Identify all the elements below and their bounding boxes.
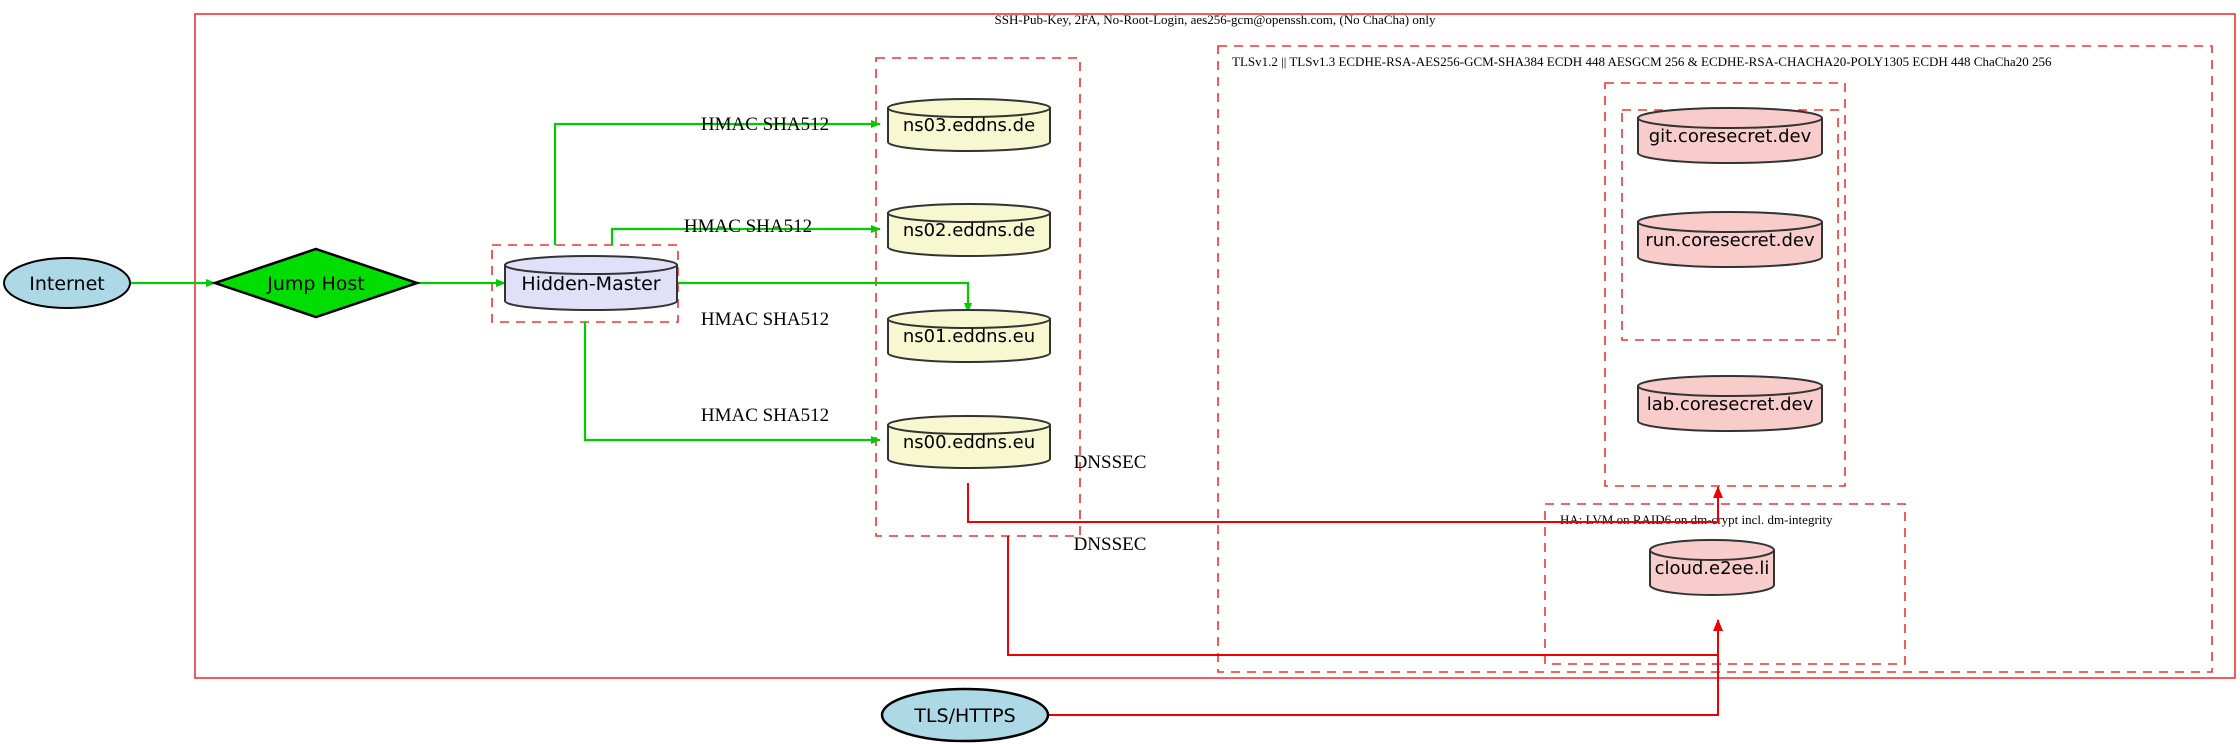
node-ns03[interactable]: ns03.eddns.de xyxy=(887,98,1051,152)
edge-dnssec-ha xyxy=(1007,536,1723,656)
zone-ha-label: HA: LVM on RAID6 on dm-crypt incl. dm-in… xyxy=(1560,512,1833,527)
node-run-coresecret[interactable]: run.coresecret.dev xyxy=(1637,211,1823,268)
zone-perimeter-label: SSH-Pub-Key, 2FA, No-Root-Login, aes256-… xyxy=(995,12,1436,27)
node-run-coresecret-label: run.coresecret.dev xyxy=(1645,230,1815,251)
node-ns02-label: ns02.eddns.de xyxy=(903,220,1035,241)
node-internet-label: Internet xyxy=(29,273,104,295)
node-lab-coresecret-label: lab.coresecret.dev xyxy=(1647,394,1814,415)
edge-label-hmac-ns02: HMAC SHA512 xyxy=(684,216,812,237)
edge-label-hmac-ns01: HMAC SHA512 xyxy=(701,309,829,330)
node-internet[interactable]: Internet xyxy=(3,257,131,309)
zone-coresecret-inner xyxy=(1621,109,1839,341)
node-ns01-label: ns01.eddns.eu xyxy=(903,326,1035,347)
zone-coresecret-outer xyxy=(1604,82,1846,487)
edge-master-ns01 xyxy=(678,281,972,313)
edge-dnssec-coresecret xyxy=(967,483,1723,523)
edge-label-dnssec-2: DNSSEC xyxy=(1074,534,1147,555)
edge-master-ns02 xyxy=(610,225,881,245)
edge-label-hmac-ns03: HMAC SHA512 xyxy=(701,114,829,135)
zone-tls xyxy=(1217,45,2213,673)
node-git-coresecret[interactable]: git.coresecret.dev xyxy=(1637,107,1823,164)
node-hidden-master-label: Hidden-Master xyxy=(521,273,660,295)
node-hidden-master[interactable]: Hidden-Master xyxy=(504,255,678,311)
node-tls-https[interactable]: TLS/HTTPS xyxy=(880,687,1050,743)
edge-label-hmac-ns00: HMAC SHA512 xyxy=(701,405,829,426)
node-ns00[interactable]: ns00.eddns.eu xyxy=(887,415,1051,469)
node-cloud-e2ee[interactable]: cloud.e2ee.li xyxy=(1649,539,1775,596)
node-git-coresecret-label: git.coresecret.dev xyxy=(1649,126,1812,147)
zone-perimeter xyxy=(194,13,2236,679)
zone-dns xyxy=(875,57,1081,537)
node-tls-https-label: TLS/HTTPS xyxy=(913,705,1015,727)
zone-tls-label: TLSv1.2 || TLSv1.3 ECDHE-RSA-AES256-GCM-… xyxy=(1232,54,2052,69)
node-jumphost[interactable]: Jump Host xyxy=(211,247,421,319)
node-ns00-label: ns00.eddns.eu xyxy=(903,432,1035,453)
node-cloud-e2ee-label: cloud.e2ee.li xyxy=(1655,558,1770,579)
node-jumphost-label: Jump Host xyxy=(266,273,365,295)
node-ns02[interactable]: ns02.eddns.de xyxy=(887,203,1051,257)
node-lab-coresecret[interactable]: lab.coresecret.dev xyxy=(1637,375,1823,432)
edge-tlshttps-zone xyxy=(1048,655,1719,716)
edge-master-ns00 xyxy=(583,322,881,444)
node-ns01[interactable]: ns01.eddns.eu xyxy=(887,309,1051,363)
zone-ha xyxy=(1544,503,1906,665)
node-ns03-label: ns03.eddns.de xyxy=(903,115,1035,136)
edge-label-dnssec-1: DNSSEC xyxy=(1074,452,1147,473)
edge-master-ns03 xyxy=(553,120,881,245)
